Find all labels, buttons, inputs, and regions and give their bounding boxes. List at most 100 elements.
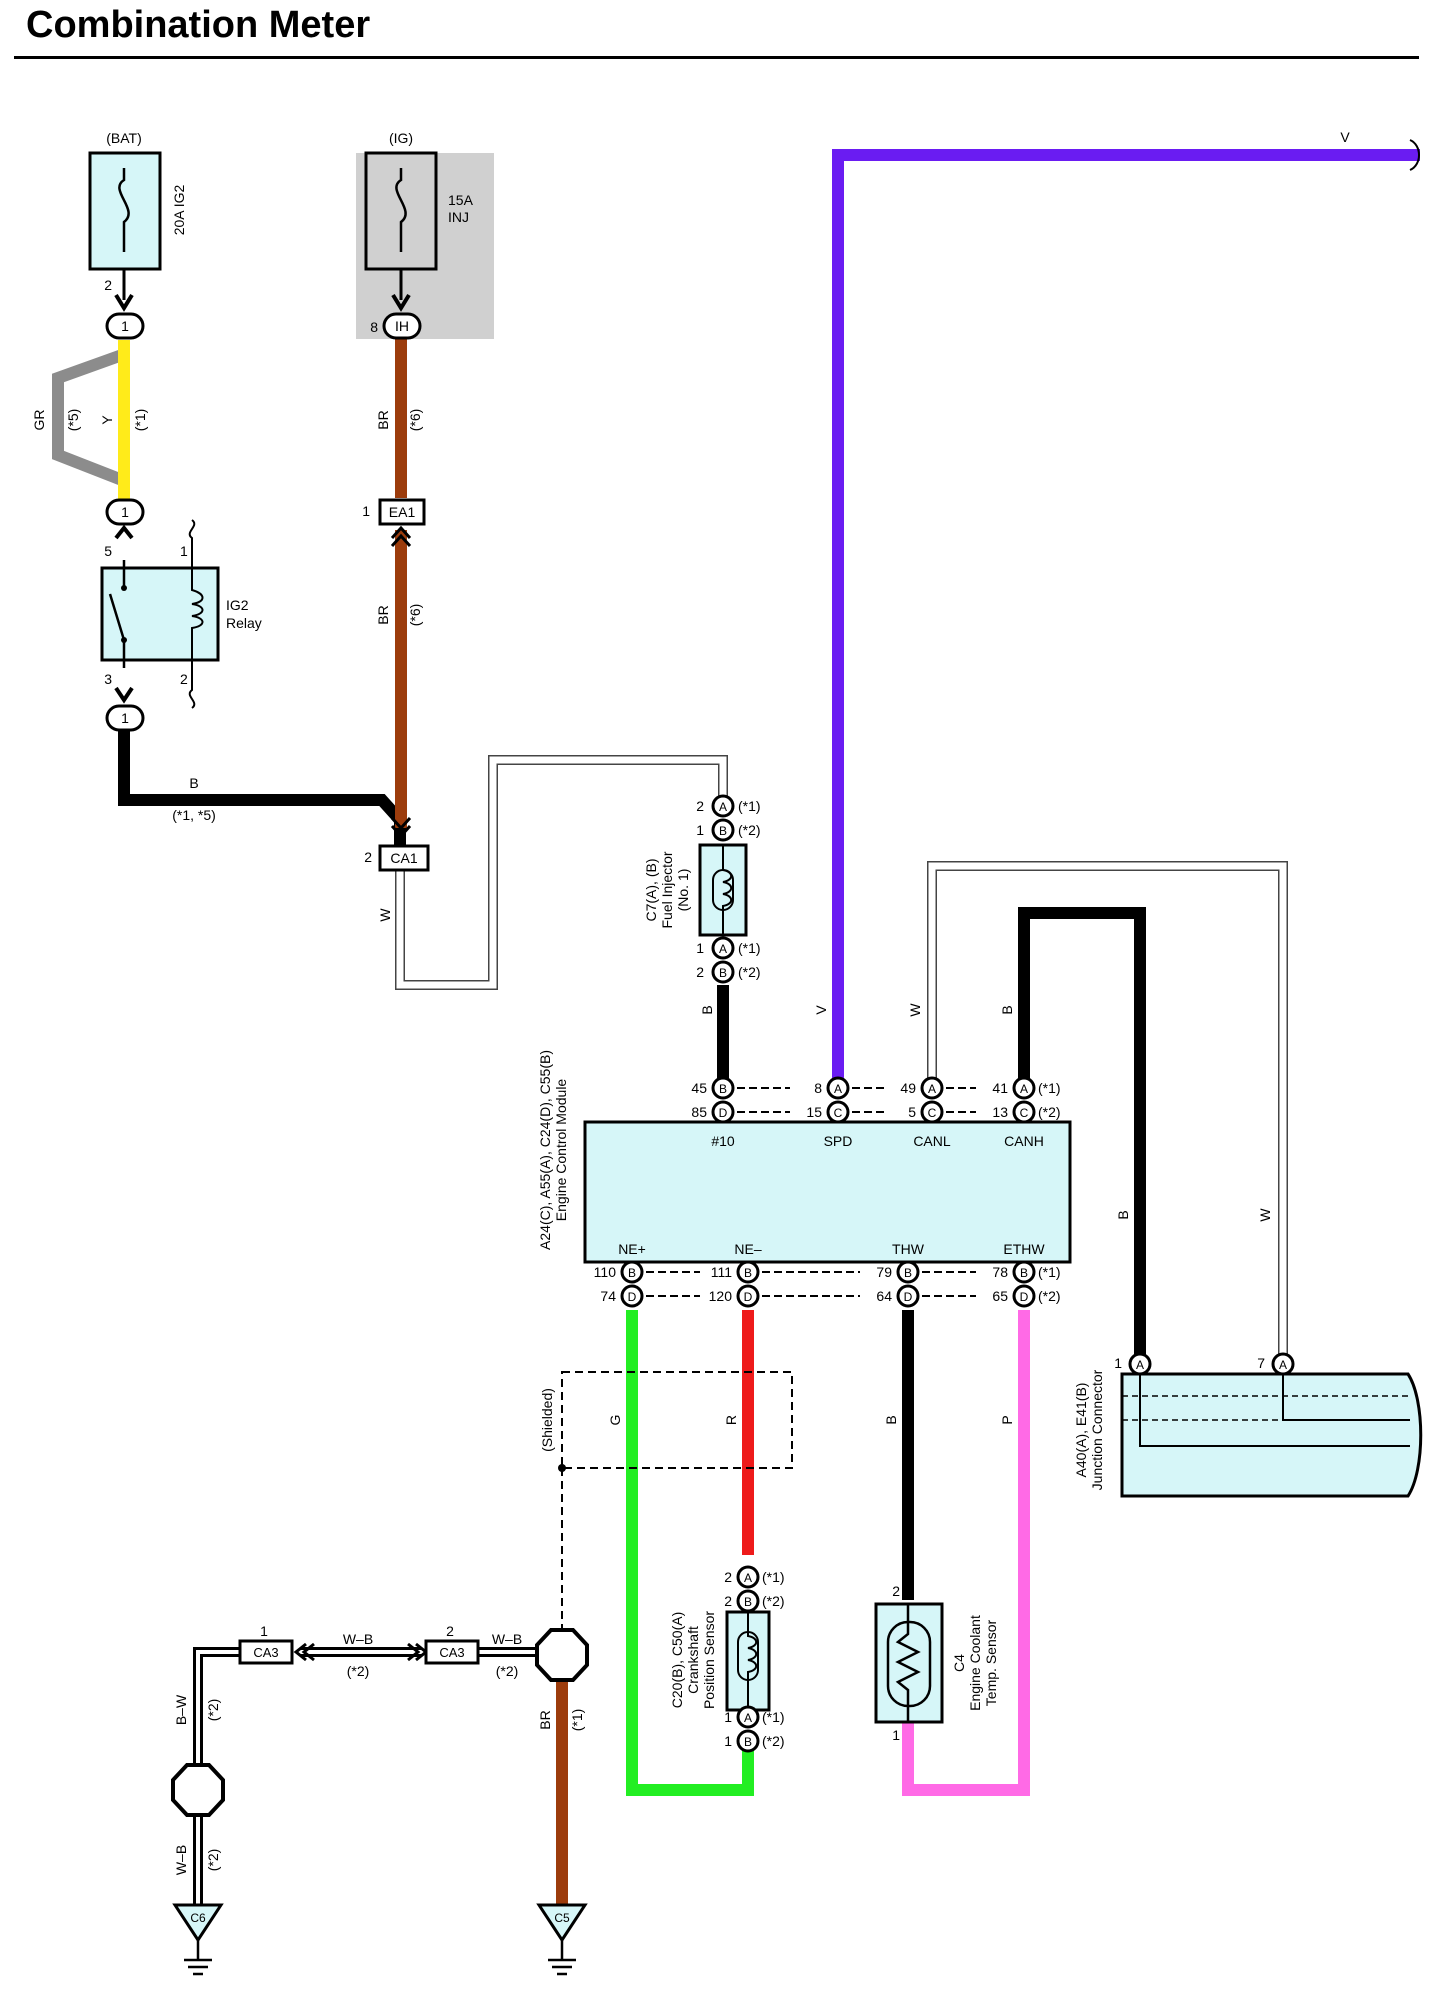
- ecm-top-row2-letter: D: [719, 1106, 728, 1120]
- svg-text:(No. 1): (No. 1): [675, 869, 691, 912]
- svg-text:A: A: [744, 1711, 752, 1725]
- wire-w-canl: [927, 861, 1288, 1360]
- svg-text:B: B: [744, 1735, 752, 1749]
- page-header: Combination Meter: [14, 0, 1419, 59]
- ecm-bottom-row1-letter: B: [628, 1266, 636, 1280]
- wire-p: [902, 1310, 1030, 1796]
- ecm-bottom-row2-number: 65: [992, 1288, 1008, 1304]
- svg-text:Position Sensor: Position Sensor: [701, 1611, 717, 1709]
- svg-text:C20(B), C50(A): C20(B), C50(A): [669, 1612, 685, 1708]
- wires: [52, 149, 1420, 1905]
- connector-ca1: 2 CA1: [364, 816, 430, 872]
- svg-text:(*1): (*1): [738, 798, 761, 814]
- coil-icon: [191, 560, 204, 668]
- svg-text:Junction Connector: Junction Connector: [1089, 1369, 1105, 1490]
- svg-text:(*2): (*2): [347, 1663, 370, 1679]
- ecm-terminal-label: NE+: [618, 1241, 646, 1257]
- svg-text:B: B: [719, 966, 727, 980]
- ecm-bottom-row1-number: 110: [594, 1264, 617, 1280]
- ecm-bottom-row1-note: (*1): [1038, 1264, 1061, 1280]
- resistor-icon: [895, 1604, 921, 1722]
- crankshaft-position-sensor: 2 A (*1) 2 B (*2) C20(B), C50(A) Cranksh…: [669, 1565, 785, 1753]
- ecm-bottom-row2-note: (*2): [1038, 1288, 1061, 1304]
- svg-text:1: 1: [121, 318, 129, 334]
- svg-text:W: W: [907, 1003, 923, 1017]
- ecm-top-row1-letter: A: [834, 1082, 842, 1096]
- splice-point: [171, 1763, 225, 1817]
- shielded-label: (Shielded): [539, 1388, 555, 1452]
- svg-text:(*1): (*1): [132, 409, 148, 432]
- ground-icon: [548, 1940, 576, 1976]
- svg-text:P: P: [999, 1415, 1015, 1424]
- wire-label-y: Y: [99, 415, 115, 425]
- wire-v-end: [1409, 139, 1420, 171]
- ecm-top-row2-number: 13: [992, 1104, 1008, 1120]
- ecm-top-row1-letter: B: [719, 1082, 727, 1096]
- svg-text:8: 8: [370, 319, 378, 335]
- ecm-top-row1-number: 45: [691, 1080, 707, 1096]
- svg-text:2: 2: [104, 277, 112, 293]
- svg-text:C5: C5: [554, 1911, 570, 1925]
- svg-text:(*6): (*6): [407, 409, 423, 432]
- connector-ca3-left: 1 CA3: [238, 1623, 315, 1665]
- svg-text:IG2: IG2: [226, 597, 249, 613]
- svg-text:Crankshaft: Crankshaft: [685, 1626, 701, 1694]
- svg-text:A: A: [719, 942, 727, 956]
- svg-text:G: G: [607, 1415, 623, 1426]
- fuse-ig: (IG) 15A INJ 8: [356, 130, 494, 339]
- ecm-top-row2-pin: [920, 1100, 944, 1124]
- ecm-terminal-label: CANH: [1004, 1133, 1044, 1149]
- connector-1-bottom: 1: [105, 704, 145, 732]
- svg-text:EA1: EA1: [389, 504, 416, 520]
- connector-ca3-right: 2 CA3: [407, 1623, 480, 1665]
- svg-text:(*2): (*2): [738, 964, 761, 980]
- svg-text:1: 1: [260, 1623, 268, 1639]
- wire-label-br: BR: [375, 410, 391, 429]
- ecm-bottom-row1-letter: B: [1020, 1266, 1028, 1280]
- svg-text:(*6): (*6): [407, 604, 423, 627]
- fuel-injector: 2 A (*1) 1 B (*2) C7(A), (B) Fuel Inject…: [643, 794, 761, 984]
- svg-text:A: A: [744, 1571, 752, 1585]
- svg-text:A24(C), A55(A), C24(D), C55(B): A24(C), A55(A), C24(D), C55(B): [537, 1050, 553, 1250]
- svg-text:CA1: CA1: [390, 850, 417, 866]
- svg-text:A: A: [1136, 1358, 1144, 1372]
- ecm-bottom-row2-number: 120: [709, 1288, 733, 1304]
- connector-1-top: 1: [105, 312, 145, 340]
- wire-gr: [52, 349, 125, 486]
- svg-text:A: A: [719, 800, 727, 814]
- ecm-bottom-row2-letter: D: [904, 1290, 913, 1304]
- svg-text:2: 2: [446, 1623, 454, 1639]
- ecm-top-row2-pin: [1012, 1100, 1036, 1124]
- ecm-bottom-row2-letter: D: [1020, 1290, 1029, 1304]
- switch-icon: [108, 560, 126, 668]
- ecm-bottom-row2-number: 64: [876, 1288, 892, 1304]
- wire-label-b: B: [189, 775, 198, 791]
- ecm-top-row1-letter: A: [928, 1082, 936, 1096]
- wire-label-gr: GR: [31, 410, 47, 431]
- ecm-bottom-row1-pin: [620, 1260, 644, 1284]
- junction-connector: A40(A), E41(B) Junction Connector 1 A 7 …: [1073, 1352, 1423, 1498]
- ecm-top-row1-pin: [826, 1076, 850, 1100]
- ecm-bottom-row2-number: 74: [600, 1288, 616, 1304]
- fuse-bat-source: (BAT): [106, 130, 142, 146]
- ecm-bottom-row2-pin: [896, 1284, 920, 1308]
- svg-text:2: 2: [892, 1583, 900, 1599]
- svg-text:C7(A), (B): C7(A), (B): [643, 859, 659, 922]
- svg-text:15A: 15A: [448, 192, 474, 208]
- svg-text:V: V: [1340, 129, 1350, 145]
- svg-text:1: 1: [724, 1709, 732, 1725]
- ecm-terminal-label: ETHW: [1003, 1241, 1045, 1257]
- svg-text:(*1, *5): (*1, *5): [172, 807, 216, 823]
- connector-ih: IH: [382, 312, 422, 340]
- svg-text:5: 5: [104, 543, 112, 559]
- svg-text:1: 1: [180, 543, 188, 559]
- svg-text:(*2): (*2): [205, 1699, 221, 1722]
- ecm-top-row2-number: 15: [806, 1104, 822, 1120]
- fuse-bat-rating: 20A IG2: [171, 184, 187, 235]
- ecm-bottom-row1-number: 79: [876, 1264, 892, 1280]
- ecm-bottom-row2-pin: [736, 1284, 760, 1308]
- ecm-top-row2-pin: [826, 1100, 850, 1124]
- fuse-icon: [118, 168, 130, 252]
- svg-text:(*2): (*2): [762, 1733, 785, 1749]
- ecm-top-row1-number: 49: [900, 1080, 916, 1096]
